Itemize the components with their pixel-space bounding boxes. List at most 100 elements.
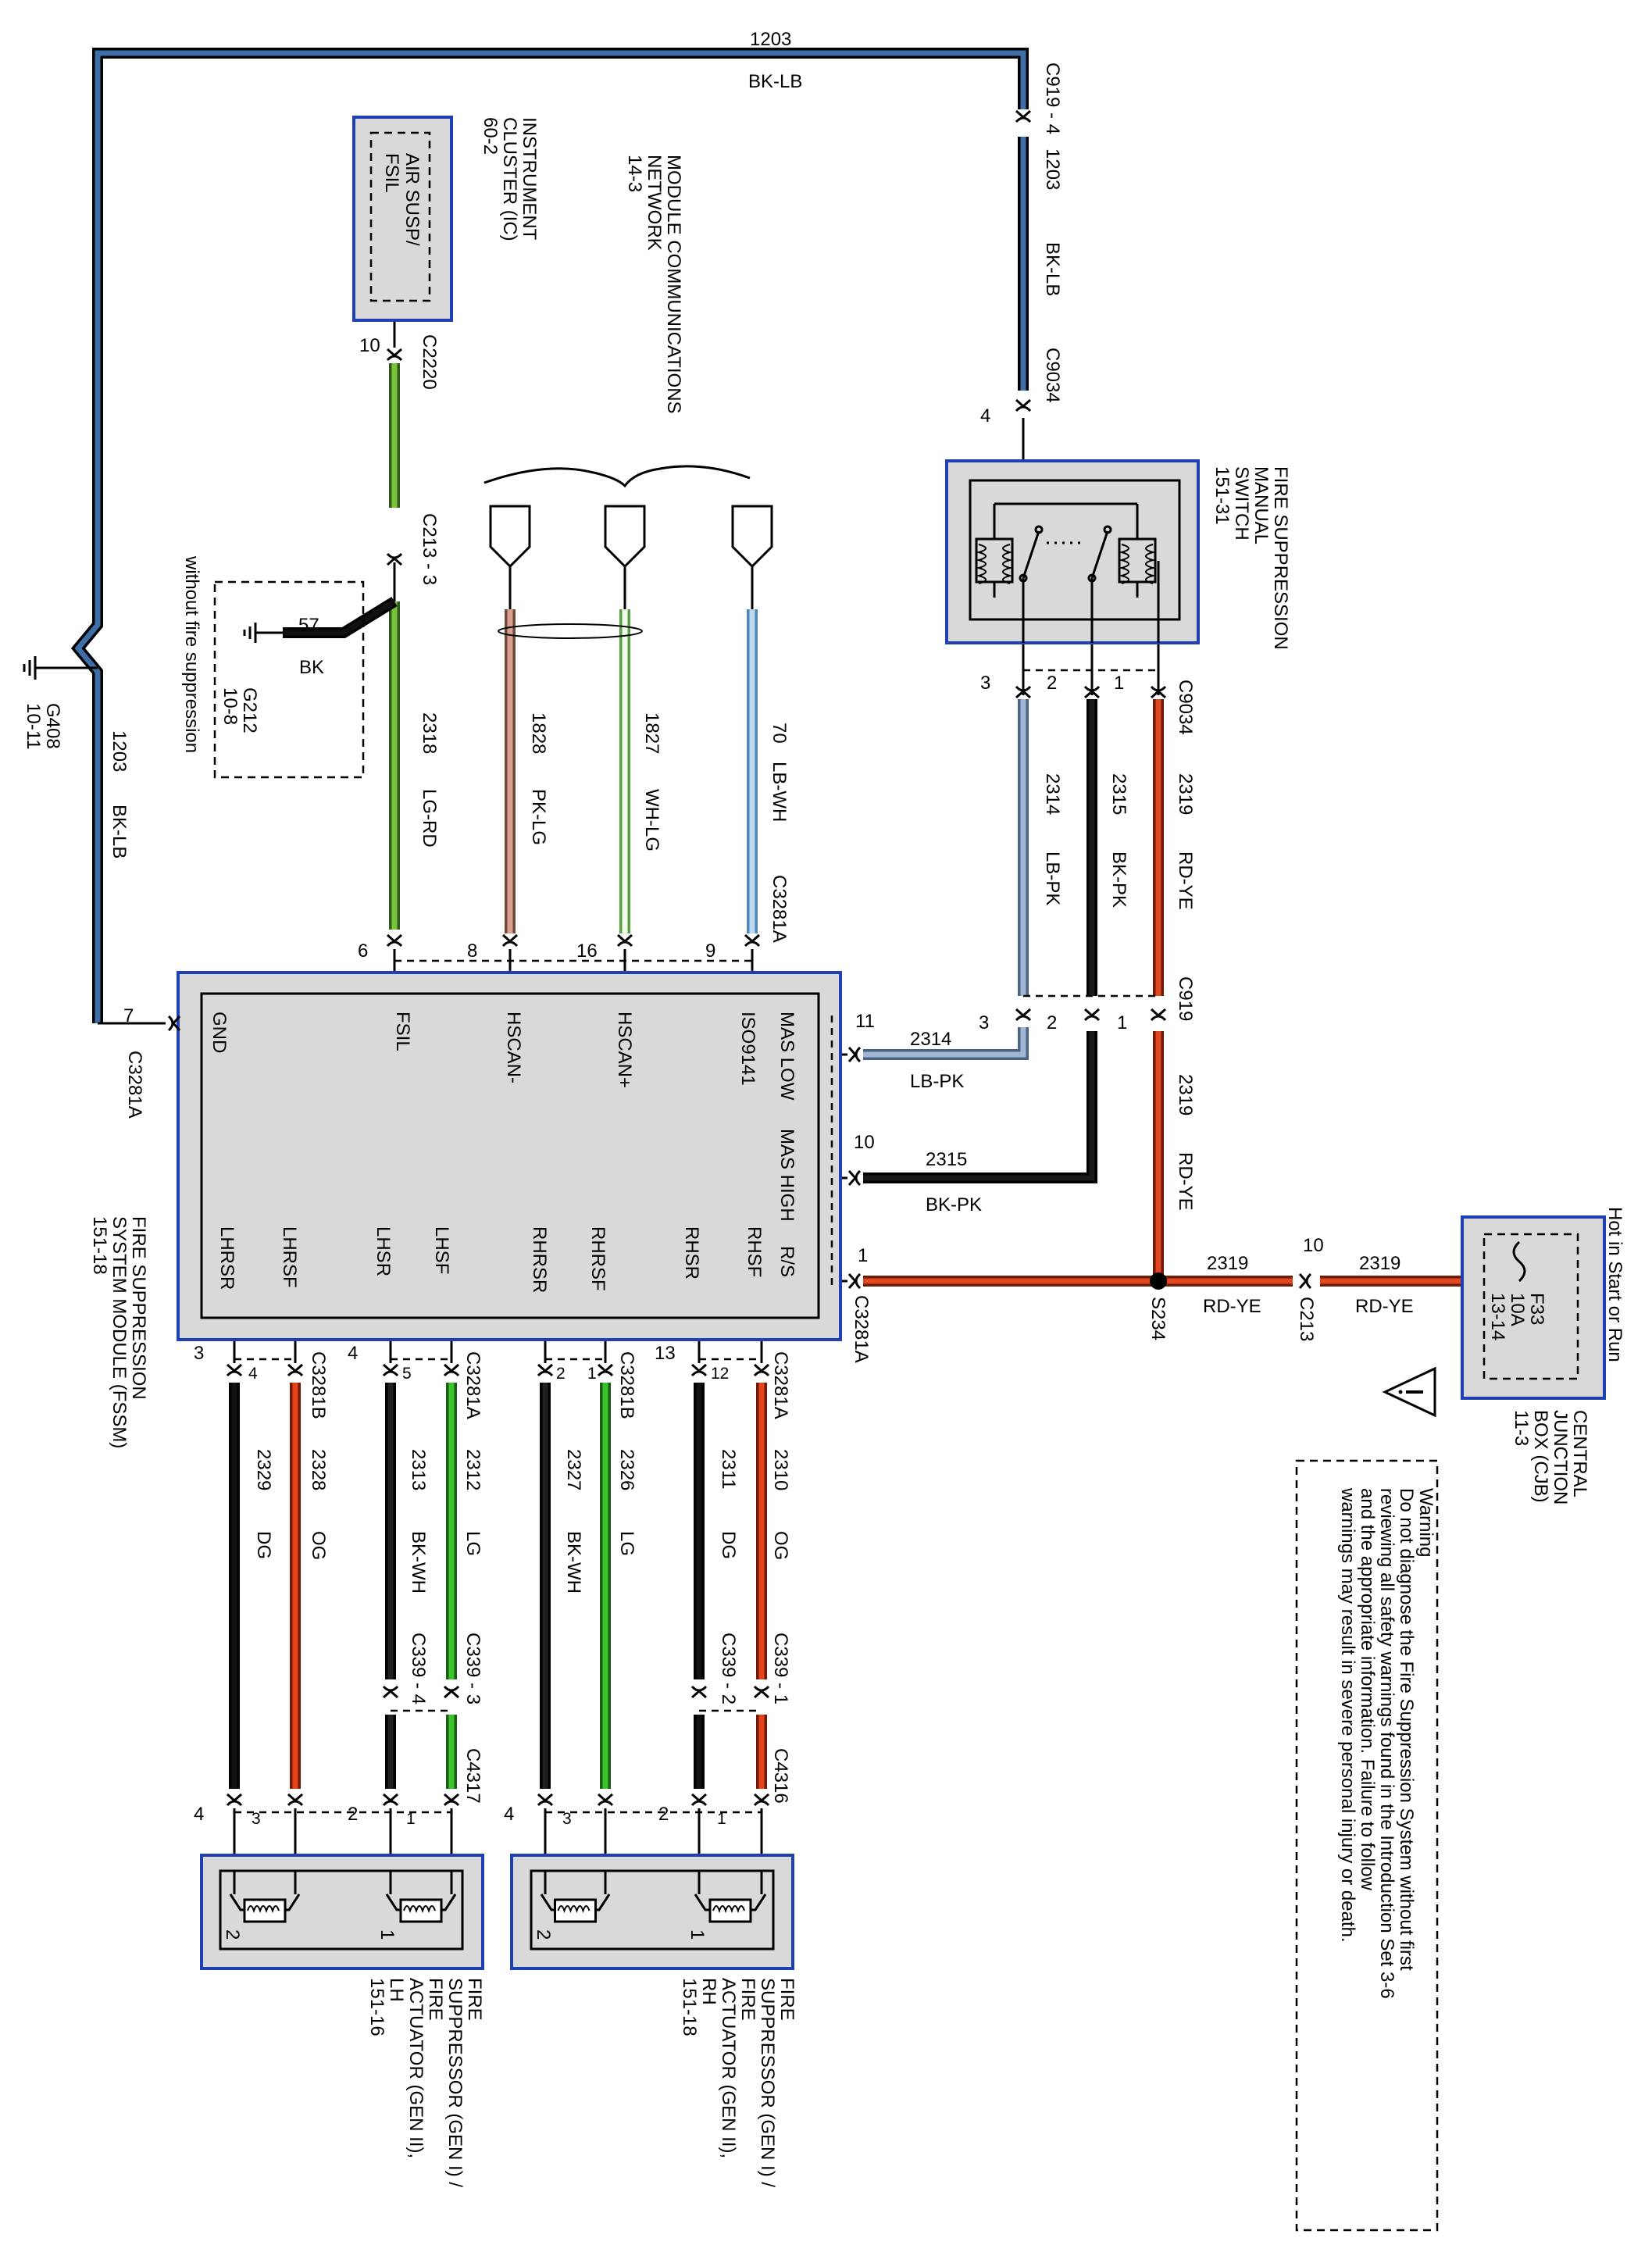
warning-text: Warning Do not diagnose the Fire Suppres… <box>1337 1487 1436 1999</box>
conn-c919-2 <box>1150 1008 1167 1022</box>
gb-circuit: 57 <box>298 615 319 636</box>
conn-fssm-bottom-0 <box>226 1363 243 1377</box>
lh-line-6: 151-16 <box>366 1978 387 2036</box>
mcn-line-1: MODULE COMMUNICATIONS <box>663 155 684 414</box>
rh-pin-2: 2 <box>658 1804 669 1825</box>
conn-fssm-bottom-1 <box>287 1363 304 1377</box>
fssm-pin-lhrsr: LHRSR <box>216 1226 237 1290</box>
g408-label: G408 10-11 <box>23 703 63 750</box>
network-pentagons <box>489 505 773 569</box>
g212-label: G212 10-8 <box>219 687 260 733</box>
c339-4: C339 - 4 <box>408 1633 429 1704</box>
conn-act-5 <box>597 1793 614 1807</box>
connector-overlay <box>167 109 1312 1923</box>
bw-2310-circuit: 2310 <box>770 1449 791 1490</box>
sw-lbpk-color: LB-PK <box>1042 851 1063 905</box>
gb-color: BK <box>299 657 324 678</box>
c919-4: C919 - 4 <box>1042 62 1063 134</box>
bconn-c3281a-r: C3281A <box>770 1351 791 1419</box>
bw-2311-color: DG <box>718 1531 739 1559</box>
conn-act-2 <box>382 1793 399 1807</box>
pin-6: 6 <box>358 940 368 962</box>
warning-line-4: and the appropriate information. Failure… <box>1357 1488 1378 1891</box>
conn-c9034-top <box>1015 398 1032 412</box>
fuse-label: F33 10A 13-14 <box>1487 1293 1547 1340</box>
fssm-pin-hscan-plus: HSCAN+ <box>614 1012 635 1088</box>
cjb-line-1: CENTRAL <box>1569 1410 1590 1497</box>
wire-2315-h <box>863 1031 1095 1181</box>
rs-pin: 1 <box>858 1245 868 1266</box>
ic-label: INSTRUMENT CLUSTER (IC) 60-2 <box>480 117 540 241</box>
conn-act-4 <box>537 1793 554 1807</box>
conn-c339-0 <box>382 1685 399 1699</box>
bpin-4b: 4 <box>248 1365 258 1383</box>
mas-low-circuit: 2314 <box>910 1029 951 1050</box>
bw-2313-color: BK-WH <box>408 1531 429 1594</box>
twisted-pair-ellipse <box>498 623 643 639</box>
mas-low-pin: 11 <box>855 1011 875 1032</box>
conn-c2220 <box>386 348 403 362</box>
ground-g408 <box>23 656 98 680</box>
c339-1: C339 - 1 <box>770 1633 791 1704</box>
conn-act-7 <box>753 1793 770 1807</box>
fuse-line-1: F33 <box>1526 1293 1547 1325</box>
fssm-pin-fsil: FSIL <box>392 1012 413 1051</box>
gb-note: without fire suppression <box>181 555 202 753</box>
conn-fssm-bottom-3 <box>443 1363 460 1377</box>
warning-line-1: Warning <box>1415 1488 1436 1557</box>
actuator-coil-1 <box>385 1871 457 1923</box>
fssm-title-2: SYSTEM MODULE (FSSM) <box>109 1216 130 1448</box>
gnd-connector: C3281A <box>124 1051 145 1119</box>
fssm-pin-gnd: GND <box>209 1012 230 1053</box>
lbwh-color: LB-WH <box>769 762 790 822</box>
switch-label: FIRE SUPPRESSION MANUAL SWITCH 151-31 <box>1211 466 1291 650</box>
conn-mas-low <box>847 1046 862 1063</box>
warning-line-2: Do not diagnose the Fire Suppression Sys… <box>1396 1488 1417 1971</box>
gnd-pin: 7 <box>123 1005 134 1026</box>
c339-2: C339 - 2 <box>718 1633 739 1704</box>
s234-color: RD-YE <box>1203 1296 1261 1317</box>
mas-high-circuit: 2315 <box>926 1149 967 1170</box>
l-1203: 1203 <box>109 730 130 772</box>
pin-8: 8 <box>467 940 477 962</box>
rh-coil-2: 2 <box>533 1929 554 1940</box>
rh-pin-3: 3 <box>562 1810 572 1828</box>
lh-line-2: SUPPRESSOR (GEN I) / <box>444 1978 466 2187</box>
ic-line-1: INSTRUMENT <box>519 117 540 241</box>
conn-c339-3 <box>753 1685 770 1699</box>
whlg-circuit: 1827 <box>641 712 662 754</box>
fssm-pin-rhsf: RHSF <box>744 1226 765 1277</box>
c213-circuit: 2319 <box>1359 1253 1400 1274</box>
fssm-module <box>177 971 842 1341</box>
wire-1203-loop <box>74 50 1026 1023</box>
rh-actuator-label: FIRE SUPPRESSOR (GEN I) / FIRE ACTUATOR … <box>679 1978 797 2187</box>
sw-bkpk-color: BK-PK <box>1108 851 1129 908</box>
sw-lbpk-circuit: 2314 <box>1042 773 1063 815</box>
switch-line-4: 151-31 <box>1211 466 1233 525</box>
lh-coil-1: 1 <box>376 1929 398 1940</box>
l-bklb: BK-LB <box>109 805 130 858</box>
network-brace <box>483 465 751 488</box>
c9034-top: C9034 <box>1042 348 1063 403</box>
fssm-pin-lhsf: LHSF <box>431 1226 452 1274</box>
bpin-4: 4 <box>348 1343 358 1364</box>
conn-fssm-top-3 <box>744 933 761 948</box>
lh-line-3: FIRE <box>425 1978 446 2021</box>
c213-3: C213 - 3 <box>419 513 440 585</box>
fssm-pin-hscan-minus: HSCAN- <box>503 1012 524 1083</box>
fuse-line-2: 10A <box>1507 1293 1528 1326</box>
fssm-pin-lhrsf: LHRSF <box>279 1226 300 1288</box>
c4316: C4316 <box>770 1748 791 1804</box>
sw-pin-2: 2 <box>1047 673 1057 694</box>
conn-fssm-bottom-6 <box>690 1363 708 1377</box>
actuator-coil-2 <box>540 1871 611 1923</box>
instrument-cluster <box>352 116 453 322</box>
bpin-2: 2 <box>556 1365 566 1383</box>
conn-c339-1 <box>443 1685 460 1699</box>
actuator-coil-0 <box>229 1871 301 1923</box>
fssm-pin-rhrsr: RHRSR <box>529 1226 550 1293</box>
fssm-pin-rhsr: RHSR <box>681 1226 702 1280</box>
fsil-circuit: 2318 <box>419 712 440 754</box>
conn-c9034-bot-2 <box>1150 685 1167 699</box>
